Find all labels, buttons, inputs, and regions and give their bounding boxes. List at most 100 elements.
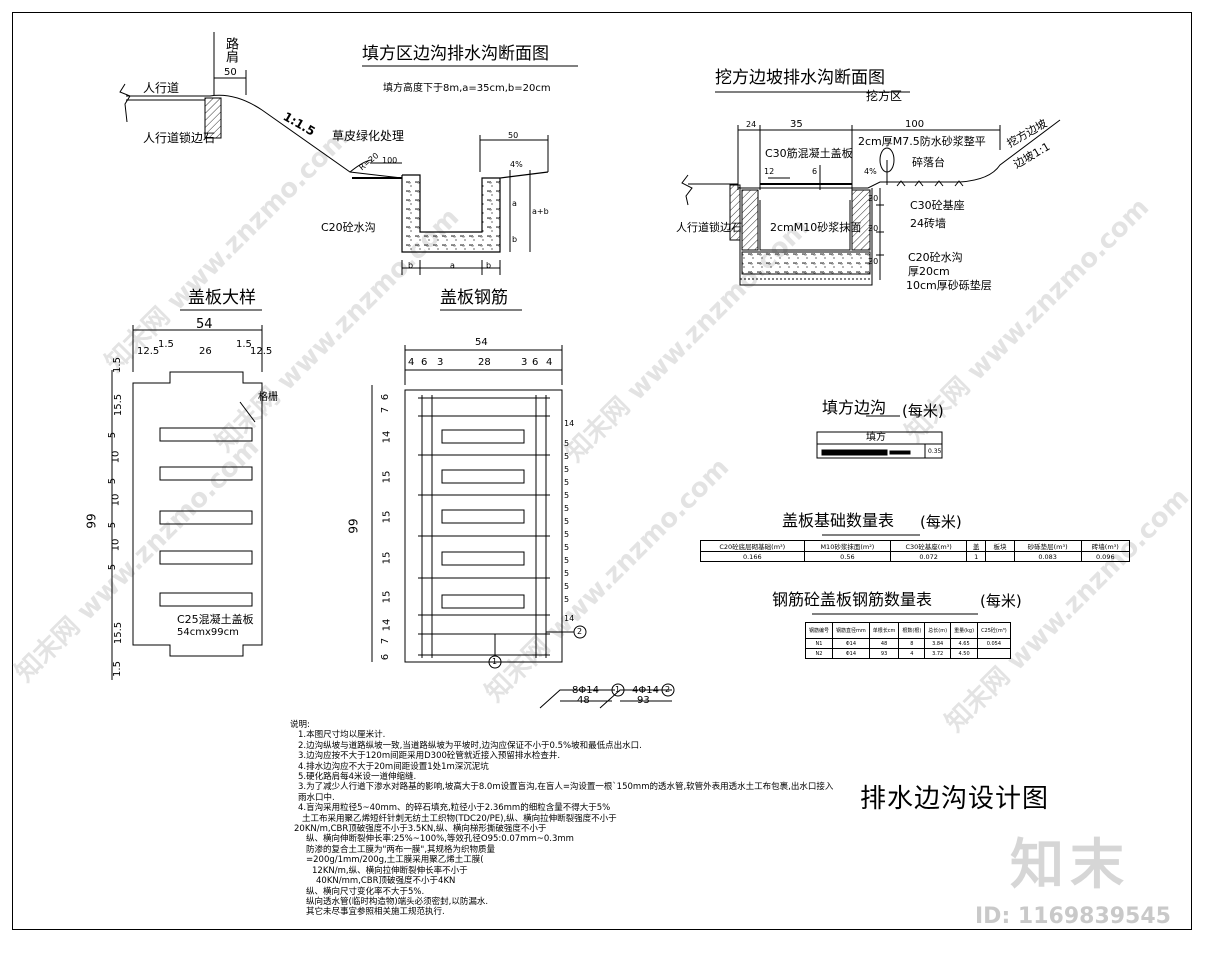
pct-label: 4% <box>864 167 877 176</box>
rebar-mark-1: 1 <box>492 657 498 666</box>
bar2-length: 93 <box>637 695 650 706</box>
note-line: 4.盲沟采用粒径5~40mm、的碎石填充,粒径小于2.36mm的细粒含量不得大于… <box>298 803 611 814</box>
rebar-right-dim: 5 <box>564 569 570 578</box>
dim-20: 20 <box>868 224 879 233</box>
table-cell <box>977 648 1011 659</box>
table-cell: N2 <box>804 648 834 659</box>
table-cell: 0.166 <box>700 551 805 562</box>
note-line: 土工布采用聚乙烯短纤针刺无纺土工织物(TDC20/PE),纵、横向拉伸断裂强度不… <box>302 813 617 824</box>
rebar-dim: 3 <box>521 357 528 368</box>
rebar-side-dim: 6 <box>380 653 392 661</box>
gravel-label: 10cm厚砂砾垫层 <box>906 279 992 292</box>
cover-side-dim: 5 <box>107 477 119 485</box>
cover-material: C25混凝土盖板 <box>177 613 254 626</box>
cover-side-dim: 5 <box>107 563 119 571</box>
mortar-10-label: 2cmM10砂浆抹面 <box>770 221 862 234</box>
note-line: 2.边沟纵坡与道路纵坡一致,当道路纵坡为平坡时,边沟应保证不小于0.5%坡和最低… <box>298 740 642 751</box>
design-notes: 说明: 1.本图尺寸均以厘米计. 2.边沟纵坡与道路纵坡一致,当道路纵坡为平坡时… <box>290 720 850 918</box>
table-cell: 0.083 <box>1013 551 1082 562</box>
cut-zone-label: 挖方区 <box>866 89 903 103</box>
rebar-detail-title: 盖板钢筋 <box>440 288 508 308</box>
cover-dim: 26 <box>199 346 212 357</box>
dim-35: 35 <box>790 119 803 130</box>
top-50: 50 <box>508 131 519 140</box>
table-cell: 93 <box>868 648 900 659</box>
rebar-dim: 6 <box>421 357 428 368</box>
dim-b: b <box>408 261 414 270</box>
note-line: 其它未尽事宜参照相关施工规范执行. <box>306 907 445 918</box>
rebar-right-dim: 5 <box>564 465 570 474</box>
cover-dim: 1.5 <box>236 339 252 350</box>
table-cell: 48 <box>868 638 900 649</box>
rebar-right-dim: 14 <box>564 419 575 428</box>
rebar-right-dim: 5 <box>564 517 570 526</box>
note-line: 纵、横向尺寸变化率不大于5%. <box>306 886 425 897</box>
table-cell: 4.65 <box>950 638 979 649</box>
cover-side-dim: 15.5 <box>113 621 125 645</box>
base-table-unit: (每米) <box>920 513 962 531</box>
table-header: C25砼(m³) <box>977 622 1011 639</box>
curb-label: 人行道锁边石 <box>676 221 742 234</box>
rebar-dim: 6 <box>532 357 539 368</box>
rebar-right-dim: 5 <box>564 595 570 604</box>
rebar-right-dims: 14 5 5 5 5 5 5 5 5 5 5 5 5 5 14 <box>562 420 574 635</box>
mortar-2cm-label: 2cm厚M7.5防水砂浆整平 <box>858 135 986 148</box>
fill-section-drawing <box>119 32 578 275</box>
rebar-side-dim: 15 <box>381 470 393 484</box>
cover-dim: 12.5 <box>250 346 273 357</box>
rebar-slab-drawing <box>371 309 675 709</box>
cover-side-dim: 1.5 <box>111 357 123 373</box>
cover-dim: 12.5 <box>137 346 160 357</box>
grate-label: 格栅 <box>258 392 278 403</box>
rebar-right-dim: 5 <box>564 582 570 591</box>
table-cell: 0.56 <box>803 551 892 562</box>
table-cell: Φ14 <box>832 638 870 649</box>
rebar-dim: 4 <box>408 357 415 368</box>
table-header: C20砼底层砌基础(m³) <box>700 540 805 552</box>
note-line: 4.排水边沟应不大于20m间距设置1处1m深沉泥坑 <box>298 761 489 772</box>
platform-label: 碎落台 <box>912 156 945 169</box>
cover-side-dim: 15.5 <box>113 393 125 417</box>
rebar-dim: 28 <box>478 357 491 368</box>
dim-a: a <box>512 199 517 208</box>
base-table-title: 盖板基础数量表 <box>782 511 895 530</box>
cover-side-dim: 10 <box>110 450 122 464</box>
bar2-number: 2 <box>665 685 671 694</box>
thickness-label: 厚20cm <box>908 265 950 278</box>
dim-6: 6 <box>812 167 818 176</box>
fill-table-unit: (每米) <box>902 402 944 420</box>
slab-label: C30筋混凝土盖板 <box>765 147 853 160</box>
table-cell: N1 <box>804 638 834 649</box>
table-cell: 3.72 <box>924 648 952 659</box>
fill-table-header: 填方 <box>866 432 886 443</box>
rebar-mark-2: 2 <box>577 627 583 636</box>
table-header: C30砼基座(m³) <box>890 540 968 552</box>
fill-table-value: 0.35 <box>928 448 942 455</box>
rebar-right-dim: 5 <box>564 543 570 552</box>
road-shoulder-label: 路肩 <box>223 37 238 63</box>
dim-b: b <box>512 235 518 244</box>
cover-side-dim: 1.5 <box>111 661 123 677</box>
rebar-side-dim: 15 <box>381 590 393 604</box>
note-line: 纵、横向伸断裂伸长率:25%~100%,等效孔径O95:0.07mm~0.3mm <box>306 834 574 845</box>
rebar-right-dim: 14 <box>564 614 575 623</box>
base-quantity-table: C20砼底层砌基础(m³) M10砂浆抹面(m²) C30砼基座(m³) 盖 板… <box>700 540 1131 562</box>
cover-side-dim: 5 <box>107 431 119 439</box>
rebar-right-dim: 5 <box>564 504 570 513</box>
table-header: 砂砾垫层(m³) <box>1013 540 1082 552</box>
note-line: 40KN/mm,CBR顶破强度不小于4KN <box>316 876 456 887</box>
rebar-right-dim: 5 <box>564 439 570 448</box>
table-cell: 3.84 <box>924 638 952 649</box>
rebar-side-dim: 7 <box>380 637 392 645</box>
table-cell: 0.054 <box>977 638 1011 649</box>
cut-section-title: 挖方边坡排水沟断面图 <box>715 68 885 88</box>
dim-a: a <box>450 261 455 270</box>
table-header: 重量(kg) <box>950 622 979 639</box>
dim-24: 24 <box>746 120 757 129</box>
cover-side-dim: 5 <box>107 521 119 529</box>
note-line: 纵向透水管(临时构造物)端头必须密封,以防漏水. <box>306 896 489 907</box>
table-header: 根数(根) <box>898 622 926 639</box>
rebar-side-dim: 15 <box>381 510 393 524</box>
note-line: 3.为了减少人行道下渗水对路基的影响,坡高大于8.0m设置盲沟,在盲人=沟设置一… <box>298 782 834 803</box>
